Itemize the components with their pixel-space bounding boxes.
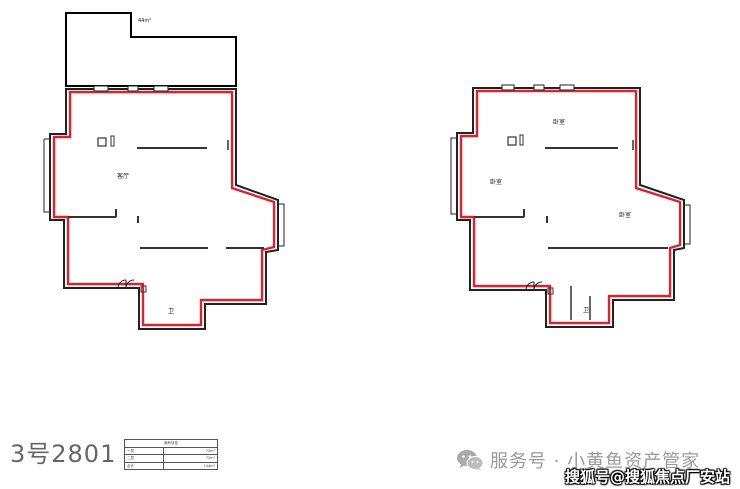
terrace-area-label: 44m² bbox=[138, 18, 151, 24]
table-row: 合计 144m² bbox=[123, 461, 218, 470]
bedroom-label-right: 卧室 bbox=[619, 211, 631, 219]
exterior-wall-outer bbox=[456, 87, 685, 328]
terrace-outline bbox=[65, 12, 237, 87]
watermark: 服务号 · 小黄鱼资产管家 bbox=[456, 447, 700, 473]
bedroom-label-top: 卧室 bbox=[553, 118, 565, 126]
floor-plan-left: 44m² 客厅 卫 bbox=[43, 12, 285, 330]
column bbox=[547, 287, 554, 295]
bay-window bbox=[450, 137, 457, 215]
exterior-wall-outer bbox=[49, 88, 279, 330]
bay-window bbox=[43, 138, 50, 213]
window-frame bbox=[501, 84, 515, 91]
table-cell-name: 合计 bbox=[123, 461, 165, 470]
window-frame bbox=[533, 84, 545, 91]
column bbox=[97, 137, 107, 147]
area-info-table: 面积信息 一层 72m² 二层 72m² 合计 144m² bbox=[123, 439, 218, 470]
table-cell-value: 72m² bbox=[163, 454, 218, 463]
table-row: 一层 72m² bbox=[123, 446, 218, 455]
table-cell-name: 一层 bbox=[123, 446, 165, 455]
living-room-label: 客厅 bbox=[117, 172, 129, 180]
table-header: 面积信息 bbox=[124, 439, 218, 448]
bay-window-right bbox=[684, 204, 691, 245]
column bbox=[507, 136, 517, 146]
unit-number-label: 3号2801 bbox=[10, 440, 117, 468]
bedroom-label-left: 卧室 bbox=[490, 178, 502, 186]
table-cell-value: 144m² bbox=[163, 461, 218, 470]
exterior-wall-red bbox=[459, 89, 682, 325]
window-frame bbox=[153, 85, 169, 92]
window-frame bbox=[559, 84, 575, 91]
bay-window-right bbox=[278, 203, 285, 247]
table-cell-value: 72m² bbox=[163, 446, 218, 455]
floor-plan-right: 卧室 卧室 卧室 卫 bbox=[450, 84, 691, 328]
source-caption: 搜狐号@搜狐焦点厂安站 bbox=[564, 468, 730, 486]
bathroom-label-right: 卫 bbox=[583, 307, 589, 314]
column bbox=[110, 135, 115, 147]
wechat-icon bbox=[457, 450, 484, 471]
table-row: 二层 72m² bbox=[123, 454, 218, 463]
window-frame bbox=[127, 85, 139, 92]
table-header-row: 面积信息 bbox=[124, 439, 218, 448]
column bbox=[140, 285, 147, 293]
bathroom-label-left: 卫 bbox=[168, 308, 174, 315]
column bbox=[519, 134, 524, 146]
table-cell-name: 二层 bbox=[123, 454, 165, 463]
window-frame bbox=[93, 85, 109, 92]
exterior-wall-red bbox=[52, 90, 276, 327]
watermark-text: 服务号 · 小黄鱼资产管家 bbox=[490, 451, 701, 472]
